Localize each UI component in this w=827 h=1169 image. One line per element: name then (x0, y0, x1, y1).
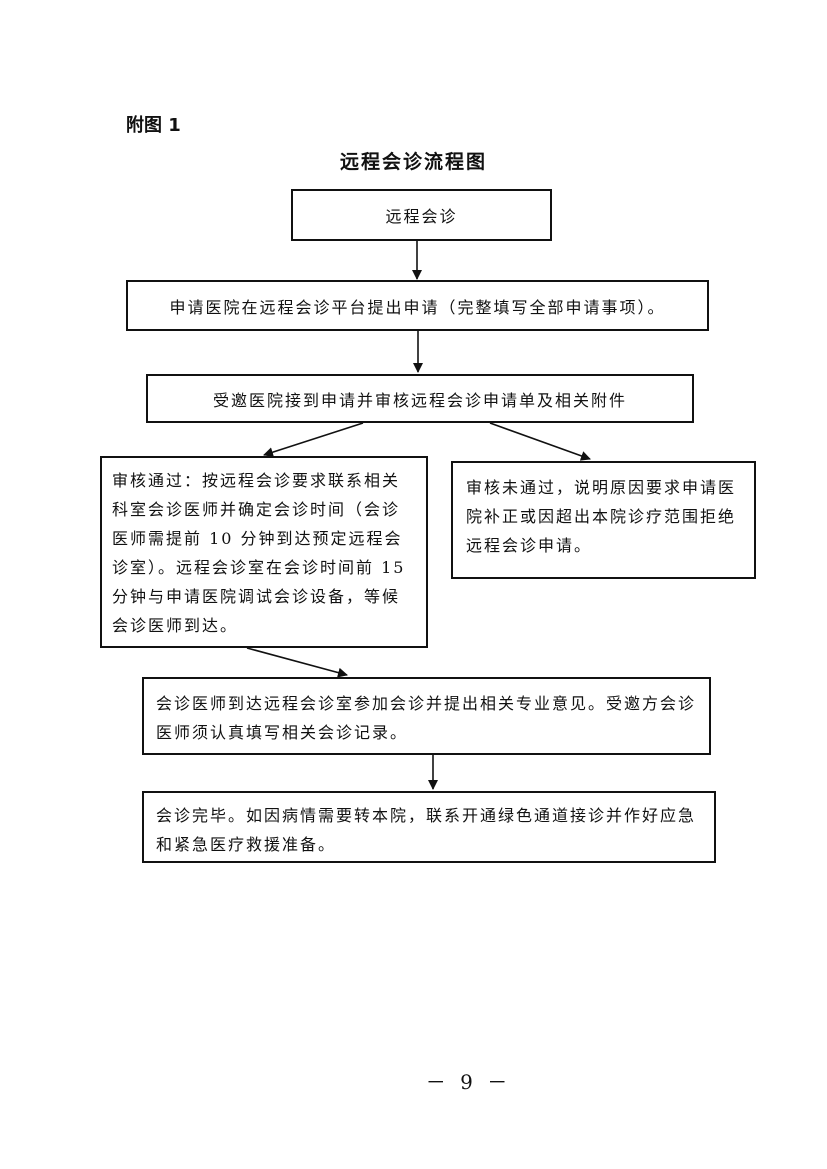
step-consult-text: 会诊医师到达远程会诊室参加会诊并提出相关专业意见。受邀方会诊医师须认真填写相关会… (156, 694, 697, 742)
attachment-label: 附图 1 (126, 115, 181, 136)
step-finish: 会诊完毕。如因病情需要转本院，联系开通绿色通道接诊并作好应急和紧急医疗救援准备。 (142, 791, 716, 863)
step-review-text: 受邀医院接到申请并审核远程会诊申请单及相关附件 (212, 390, 627, 410)
arrow-approved-to-consult (246, 647, 348, 678)
step-start: 远程会诊 (291, 189, 552, 241)
step-review: 受邀医院接到申请并审核远程会诊申请单及相关附件 (146, 374, 694, 423)
arrow-review-to-approved (263, 422, 364, 457)
step-rejected: 审核未通过，说明原因要求申请医院补正或因超出本院诊疗范围拒绝远程会诊申请。 (451, 461, 756, 579)
step-apply-text: 申请医院在远程会诊平台提出申请（完整填写全部申请事项）。 (169, 297, 666, 317)
step-approved-text: 审核通过：按远程会诊要求联系相关科室会诊医师并确定会诊时间（会诊医师需提前 10… (112, 471, 406, 635)
step-apply: 申请医院在远程会诊平台提出申请（完整填写全部申请事项）。 (126, 280, 709, 331)
step-consult: 会诊医师到达远程会诊室参加会诊并提出相关专业意见。受邀方会诊医师须认真填写相关会… (142, 677, 711, 755)
step-finish-text: 会诊完毕。如因病情需要转本院，联系开通绿色通道接诊并作好应急和紧急医疗救援准备。 (156, 806, 697, 854)
arrow-review-to-rejected (489, 422, 591, 461)
step-approved: 审核通过：按远程会诊要求联系相关科室会诊医师并确定会诊时间（会诊医师需提前 10… (100, 456, 428, 648)
page-number: － 9 － (425, 1070, 512, 1094)
diagram-title: 远程会诊流程图 (339, 151, 487, 173)
step-rejected-text: 审核未通过，说明原因要求申请医院补正或因超出本院诊疗范围拒绝远程会诊申请。 (466, 478, 737, 555)
step-start-text: 远程会诊 (385, 207, 458, 226)
